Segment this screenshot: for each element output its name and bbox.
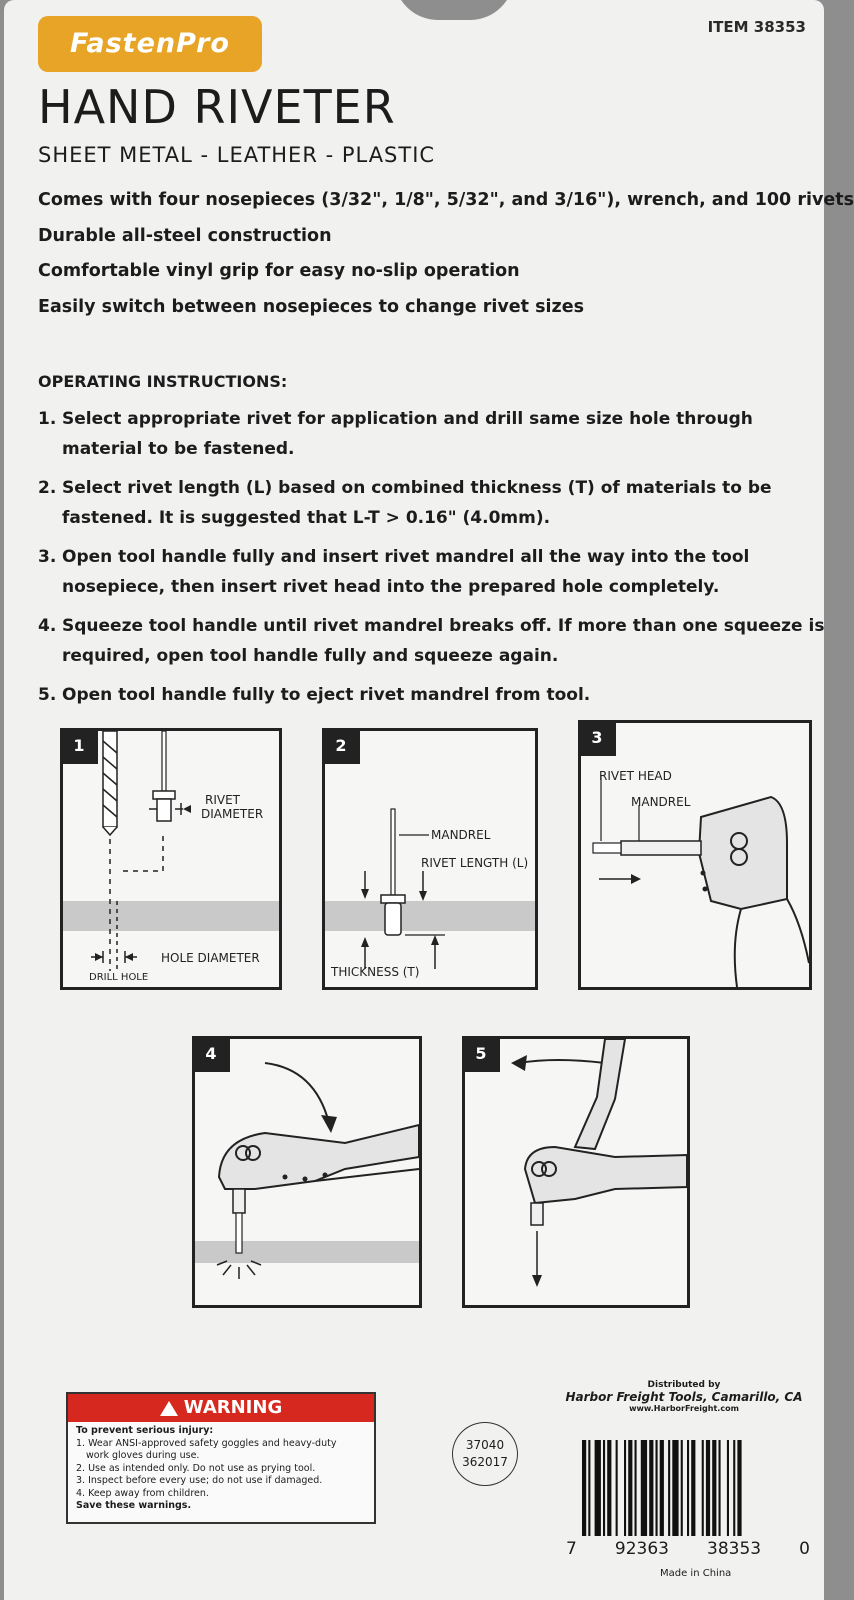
step-text: Select rivet length (L) based on combine… xyxy=(62,478,772,528)
warning-title: WARNING xyxy=(183,1397,283,1418)
lot-code: 362017 xyxy=(462,1455,508,1469)
step-text: Open tool handle fully and insert rivet … xyxy=(62,547,750,597)
panel-number: 2 xyxy=(322,728,360,764)
instruction-steps: 1.Select appropriate rivet for applicati… xyxy=(38,404,828,719)
rivet-length-label: RIVET LENGTH (L) xyxy=(421,856,529,870)
rivet-diameter-label: DIAMETER xyxy=(201,807,264,821)
step-number: 3. xyxy=(38,547,57,567)
instruction-step: 4.Squeeze tool handle until rivet mandre… xyxy=(38,611,828,671)
feature-item: Comfortable vinyl grip for easy no-slip … xyxy=(38,261,520,281)
diagram-panel-2: 2 MANDREL RIVET LENGTH (L) THICKNESS (T) xyxy=(322,728,538,990)
eject-mandrel-illustration xyxy=(511,1038,688,1287)
warning-body: To prevent serious injury: 1. Wear ANSI-… xyxy=(68,1422,374,1516)
rivet-insert-illustration xyxy=(592,775,810,988)
country-of-origin: Made in China xyxy=(660,1568,732,1579)
warning-intro: To prevent serious injury: xyxy=(76,1425,214,1436)
mandrel-label: MANDREL xyxy=(631,795,691,809)
instruction-step: 2.Select rivet length (L) based on combi… xyxy=(38,473,828,533)
warning-item: 1. Wear ANSI-approved safety goggles and… xyxy=(76,1437,337,1449)
item-number: ITEM 38353 xyxy=(707,18,806,36)
product-title: HAND RIVETER xyxy=(38,80,396,134)
step-text: Open tool handle fully to eject rivet ma… xyxy=(62,685,591,705)
panel-number: 3 xyxy=(578,720,616,756)
hole-diameter-label: HOLE DIAMETER xyxy=(161,951,260,965)
diagram-panel-5: 5 xyxy=(462,1036,690,1308)
rivet-diameter-label: RIVET xyxy=(205,793,240,807)
lot-codes: 37040 362017 xyxy=(452,1422,518,1486)
barcode-digit: 38353 xyxy=(707,1539,762,1559)
drill-and-rivet-illustration xyxy=(63,730,279,971)
rivet-length-illustration xyxy=(325,808,535,969)
thickness-label: THICKNESS (T) xyxy=(331,965,420,979)
warning-item: 3. Inspect before every use; do not use … xyxy=(76,1475,323,1486)
diagram-panel-3: 3 RIVET HEAD MANDREL xyxy=(578,720,812,990)
instruction-step: 5.Open tool handle fully to eject rivet … xyxy=(38,680,828,710)
diagram-panel-4: 4 xyxy=(192,1036,422,1308)
warning-icon xyxy=(159,1400,178,1416)
mandrel-label: MANDREL xyxy=(431,828,491,842)
barcode-digit: 7 xyxy=(566,1539,577,1559)
step-number: 1. xyxy=(38,409,57,429)
instruction-step: 3.Open tool handle fully and insert rive… xyxy=(38,542,828,602)
lot-code: 37040 xyxy=(465,1438,505,1452)
warning-header: WARNING xyxy=(68,1394,374,1422)
hang-hole xyxy=(394,0,514,20)
warning-box: WARNING To prevent serious injury: 1. We… xyxy=(66,1392,376,1524)
barcode-digit: 92363 xyxy=(614,1539,669,1559)
step-number: 5. xyxy=(38,685,57,705)
feature-list: Comes with four nosepieces (3/32", 1/8",… xyxy=(38,190,854,332)
drill-hole-label: DRILL HOLE xyxy=(89,972,149,983)
step-number: 4. xyxy=(38,616,57,636)
diagram-panel-1: 1 RIVET DIAMETER HOLE DIAMETER DRILL HOL… xyxy=(60,728,282,990)
feature-item: Easily switch between nosepieces to chan… xyxy=(38,296,584,317)
panel-number: 1 xyxy=(60,728,98,764)
warning-item: 4. Keep away from children. xyxy=(76,1487,209,1499)
barcode xyxy=(582,1440,742,1536)
rivet-head-label: RIVET HEAD xyxy=(599,769,672,783)
step-number: 2. xyxy=(38,478,57,498)
distributor-info: Distributed by Harbor Freight Tools, Cam… xyxy=(564,1380,804,1413)
panel-number: 4 xyxy=(192,1036,230,1072)
distributor-url: www.HarborFreight.com xyxy=(629,1404,739,1413)
product-subtitle: SHEET METAL - LEATHER - PLASTIC xyxy=(38,143,436,167)
barcode-digits: 7 92363 38353 0 xyxy=(566,1539,810,1559)
feature-item: Comes with four nosepieces (3/32", 1/8",… xyxy=(38,190,854,210)
feature-item: Durable all-steel construction xyxy=(38,225,332,246)
distributor-name: Harbor Freight Tools, Camarillo, CA xyxy=(565,1390,803,1404)
brand-logo: FastenPro xyxy=(38,16,262,72)
product-card: FastenPro ITEM 38353 HAND RIVETER SHEET … xyxy=(4,0,854,1600)
distributor-label: Distributed by xyxy=(647,1380,721,1390)
warning-footer: Save these warnings. xyxy=(76,1500,192,1511)
step-text: Select appropriate rivet for application… xyxy=(62,409,753,459)
barcode-digit: 0 xyxy=(799,1539,810,1559)
instruction-step: 1.Select appropriate rivet for applicati… xyxy=(38,404,828,464)
instructions-heading: OPERATING INSTRUCTIONS: xyxy=(38,372,288,391)
warning-item: work gloves during use. xyxy=(86,1450,200,1461)
squeeze-handle-illustration xyxy=(195,1062,420,1279)
panel-number: 5 xyxy=(462,1036,500,1072)
step-text: Squeeze tool handle until rivet mandrel … xyxy=(62,616,825,666)
warning-item: 2. Use as intended only. Do not use as p… xyxy=(76,1462,316,1474)
